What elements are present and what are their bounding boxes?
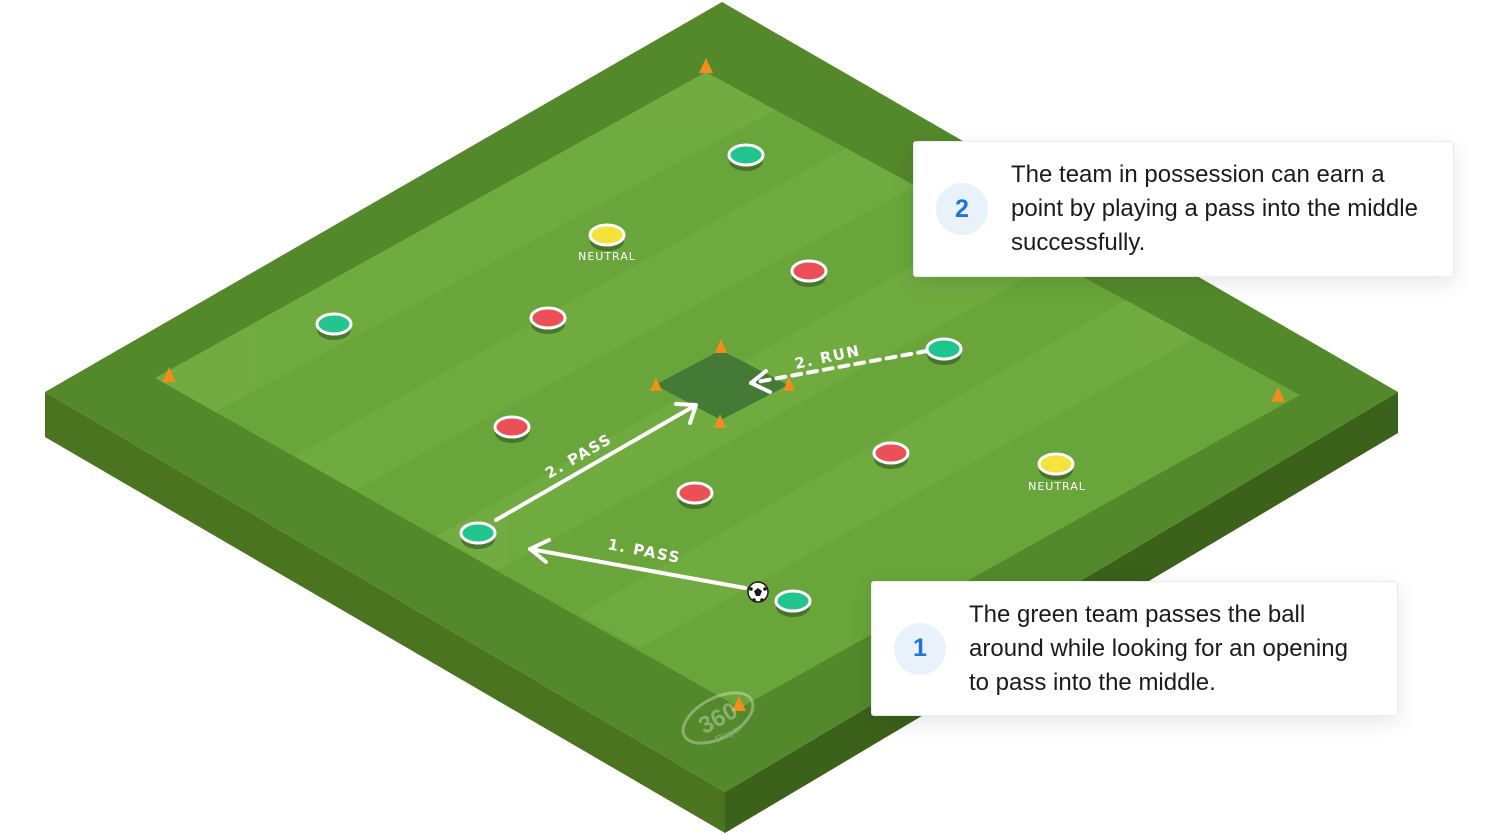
cone-icon xyxy=(650,377,662,391)
player-green xyxy=(459,521,497,549)
arrows xyxy=(494,349,929,590)
cone-icon xyxy=(783,377,795,391)
player-green xyxy=(774,589,812,617)
callout-step-1: 1 The green team passes the ball around … xyxy=(871,581,1398,716)
cone-icon xyxy=(732,696,746,711)
player-red xyxy=(529,306,567,334)
neutral-label-right: NEUTRAL xyxy=(1028,480,1086,493)
cone-icon xyxy=(162,367,176,382)
player-green xyxy=(925,337,963,365)
player-red xyxy=(872,441,910,469)
pass-2-arrowhead xyxy=(674,402,698,425)
cone-icon xyxy=(715,339,727,353)
step-number-badge: 1 xyxy=(894,622,946,675)
pass-2-arrow xyxy=(494,403,698,522)
player-neutral xyxy=(588,223,626,251)
pass-1-arrowhead xyxy=(528,538,551,564)
run-2-arrowhead xyxy=(749,369,772,394)
player-red xyxy=(790,259,828,287)
player-neutral xyxy=(1037,452,1075,480)
player-green xyxy=(727,143,765,171)
cones xyxy=(162,58,1285,711)
cone-icon xyxy=(714,414,726,428)
callout-text: The green team passes the ball around wh… xyxy=(969,600,1348,696)
center-square xyxy=(655,350,788,420)
callout-text: The team in possession can earn a point … xyxy=(1011,161,1418,256)
neutral-label-top: NEUTRAL xyxy=(578,250,636,263)
cone-icon xyxy=(699,58,713,73)
callout-step-2: 2 The team in possession can earn a poin… xyxy=(913,141,1454,277)
player-red xyxy=(676,481,714,509)
step-number-badge: 2 xyxy=(936,183,988,235)
player-green xyxy=(315,312,353,340)
players xyxy=(315,143,1075,617)
pitch-side-left xyxy=(45,392,725,833)
soccer-ball-icon xyxy=(747,581,769,603)
player-red xyxy=(493,415,531,443)
cone-icon xyxy=(1271,387,1285,402)
run-2-arrow xyxy=(749,349,929,385)
pass-1-arrow xyxy=(528,547,747,590)
